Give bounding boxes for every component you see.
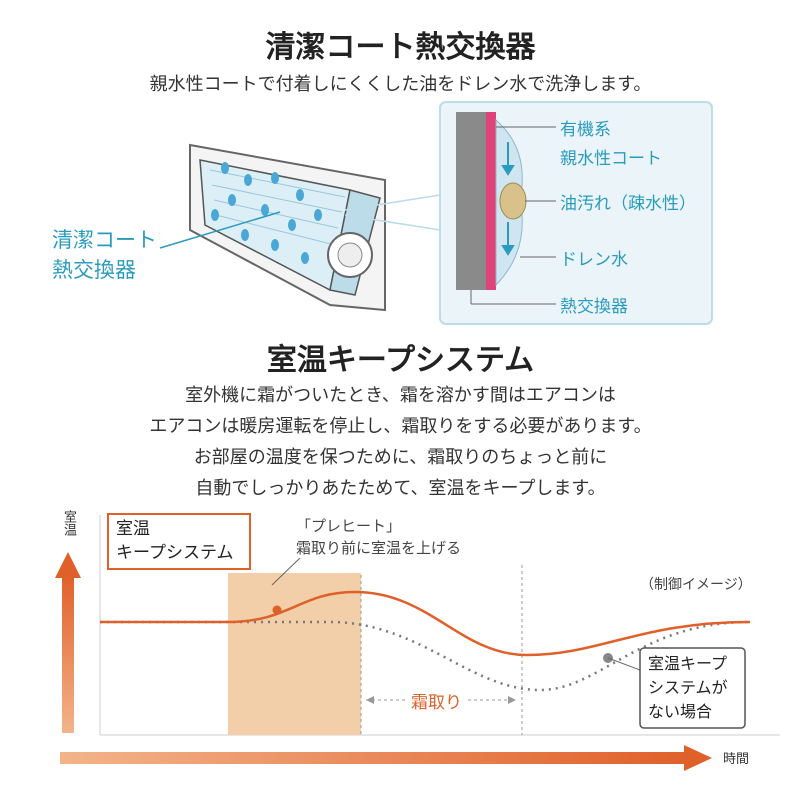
no-system-label-line3: ない場合 xyxy=(648,702,713,721)
preheat-region xyxy=(228,573,361,735)
x-axis-label: 時間 xyxy=(723,752,750,767)
preheat-label-line1: 「プレヒート」 xyxy=(296,517,402,535)
series-no-system xyxy=(100,620,751,692)
no-system-label: 室温キープ システムが ない場合 xyxy=(648,652,728,724)
unit-label-line1: 清潔コート xyxy=(52,228,157,252)
no-system-label-line1: 室温キープ xyxy=(648,654,728,673)
system-label-box xyxy=(107,513,251,570)
paragraph-line-4: 自動でしっかりあたためて、室温をキープします。 xyxy=(195,478,606,499)
paragraph-line-3: お部屋の温度を保つために、霜取りのちょっと前に xyxy=(193,447,608,468)
section2-paragraph: 室外機に霜がついたとき、霜を溶かす間はエアコンは エアコンは暖房運転を停止し、霜… xyxy=(0,380,801,504)
x-axis-arrow xyxy=(60,752,688,764)
label-exchanger: 熱交換器 xyxy=(560,297,628,317)
label-organic: 有機系 xyxy=(560,120,611,140)
system-label-line1: 室温 xyxy=(116,519,150,539)
y-axis-arrowhead xyxy=(55,552,81,578)
no-system-label-box xyxy=(639,647,746,729)
y-axis-arrow xyxy=(62,575,74,733)
preheat-label-line2: 霜取り前に室温を上げる xyxy=(296,539,462,557)
system-label-line2: キープシステム xyxy=(116,543,234,563)
paragraph-line-1: 室外機に霜がついたとき、霜を溶かす間はエアコンは xyxy=(185,385,616,406)
section1-title: 清潔コート熱交換器 xyxy=(265,30,536,65)
section1-subtitle: 親水性コートで付着しにくくした油をドレン水で洗浄します。 xyxy=(149,74,652,95)
section2-title: 室温キープシステム xyxy=(266,343,535,378)
label-oil: 油汚れ（疎水性） xyxy=(560,194,696,214)
label-hydrophilic: 親水性コート xyxy=(560,149,662,169)
defrost-label: 霜取り xyxy=(408,688,465,713)
preheat-label: 「プレヒート」 霜取り前に室温を上げる xyxy=(296,515,461,559)
system-label: 室温 キープシステム xyxy=(116,517,233,565)
paragraph-line-2: エアコンは暖房運転を停止し、霜取りをする必要があります。 xyxy=(149,416,652,437)
chart-note: （制御イメージ） xyxy=(640,577,752,593)
y-axis-label: 室温 xyxy=(61,510,76,536)
system-marker xyxy=(272,605,282,615)
unit-label-line2: 熱交換器 xyxy=(52,258,136,282)
no-system-label-line2: システムが xyxy=(648,678,728,697)
label-drain: ドレン水 xyxy=(560,250,628,270)
series-system xyxy=(100,590,751,657)
unit-label: 清潔コート 熱交換器 xyxy=(52,225,157,285)
x-axis-arrowhead xyxy=(684,745,712,771)
